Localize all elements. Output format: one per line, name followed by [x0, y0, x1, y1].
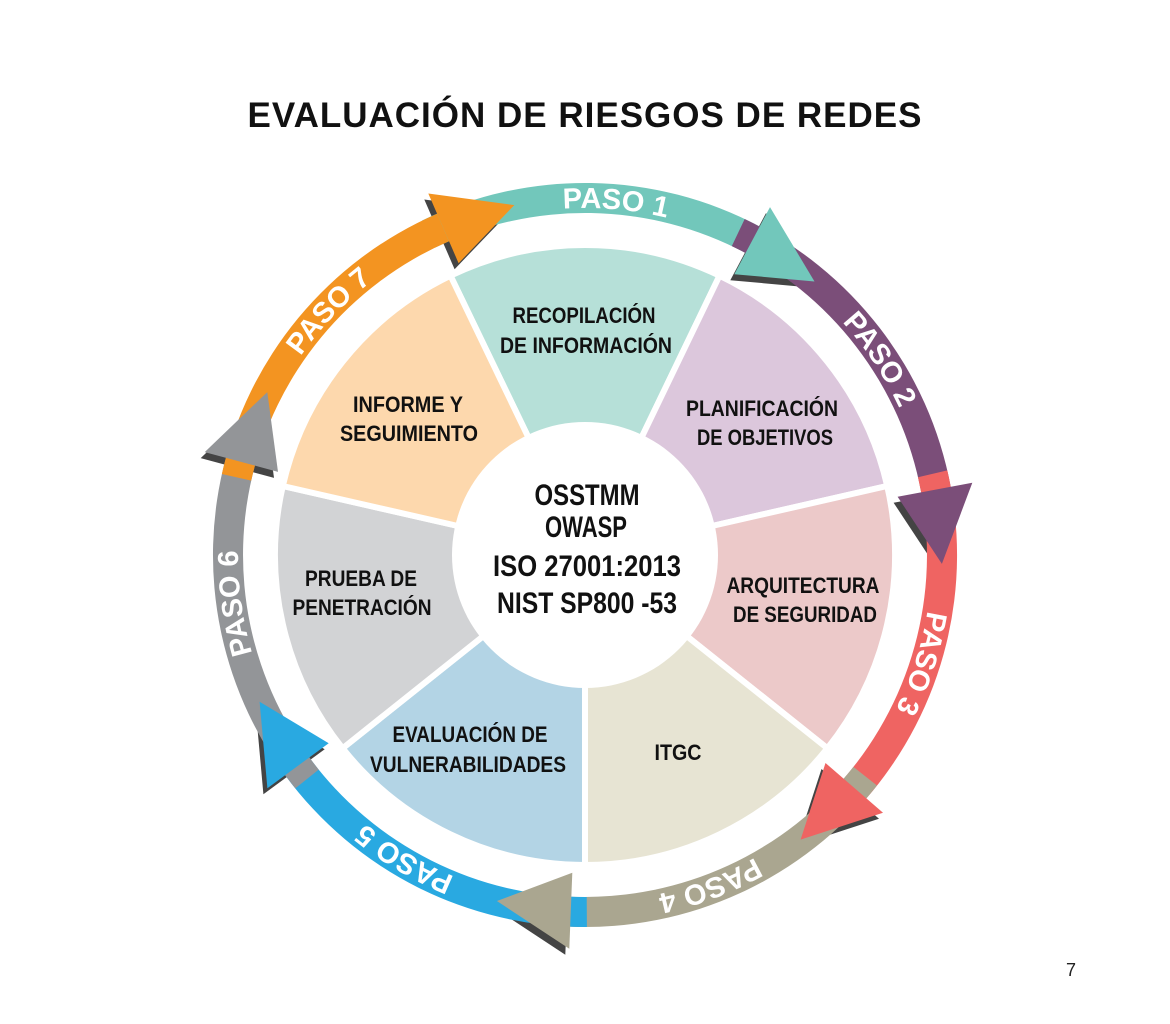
segment-step-7	[279, 271, 534, 530]
segment-label-2: PLANIFICACIÓN DE OBJETIVOS	[686, 396, 838, 450]
center-line: NIST SP800 -53	[497, 587, 677, 620]
segment-label-line: PRUEBA DE	[305, 566, 417, 591]
segment-step-3	[681, 482, 898, 753]
segment-label-line: EVALUACIÓN DE	[393, 722, 548, 747]
segment-label-4: ITGC	[655, 740, 702, 765]
segment-label-line: VULNERABILIDADES	[370, 752, 566, 777]
segment-label-line: DE SEGURIDAD	[733, 602, 877, 627]
segment-label-line: DE INFORMACIÓN	[500, 333, 672, 358]
page-number: 7	[1066, 960, 1077, 980]
center-circle	[452, 422, 718, 688]
segment-label-3: ARQUITECTURA DE SEGURIDAD	[727, 573, 880, 627]
arrowhead-icon	[428, 193, 515, 264]
segment-label-line: PENETRACIÓN	[293, 595, 432, 620]
arrowhead-icon	[204, 392, 278, 472]
segment-step-1	[446, 242, 724, 443]
segment-step-5	[338, 631, 588, 869]
arrowhead-icon	[496, 872, 573, 949]
segment-label-1: RECOPILACIÓN DE INFORMACIÓN	[500, 303, 672, 358]
paso-label-text: PASO 4	[656, 851, 767, 918]
center-line: OSSTMM	[535, 479, 640, 512]
paso-label-4: PASO 4	[656, 851, 767, 918]
paso-label-text: PASO 3	[889, 609, 952, 720]
segment-step-2	[636, 271, 891, 530]
segment-step-4	[582, 631, 832, 869]
paso-label-3: PASO 3	[889, 609, 952, 720]
segment-label-line: RECOPILACIÓN	[513, 303, 656, 328]
segment-label-6: PRUEBA DE PENETRACIÓN	[293, 566, 432, 620]
segment-step-6	[272, 482, 489, 753]
segment-label-line: PLANIFICACIÓN	[686, 396, 838, 421]
arrow-body-step-6	[212, 457, 319, 789]
paso-label-1: PASO 1	[562, 183, 672, 225]
segment-label-line: ARQUITECTURA	[727, 573, 880, 598]
arrowhead-icon	[800, 763, 883, 840]
diagram-title: EVALUACIÓN DE RIESGOS DE REDES	[247, 96, 923, 135]
arrowhead-icon	[897, 482, 973, 564]
center-line: ISO 27001:2013	[493, 550, 681, 583]
center-standards: OSSTMM OWASP ISO 27001:2013 NIST SP800 -…	[493, 479, 681, 620]
arrowhead-icon	[259, 701, 329, 789]
segment-label-7: INFORME Y SEGUIMIENTO	[340, 392, 478, 446]
arrowhead-icon	[734, 207, 815, 282]
segment-label-line: DE OBJETIVOS	[697, 425, 833, 450]
arrow-body-step-3	[843, 470, 958, 799]
segment-label-5: EVALUACIÓN DE VULNERABILIDADES	[370, 722, 566, 777]
segment-label-line: INFORME Y	[353, 392, 463, 417]
segment-label-line: SEGUIMIENTO	[340, 421, 478, 446]
paso-label-text: PASO 1	[562, 183, 672, 225]
arrow-body-step-1	[421, 182, 760, 253]
segment-label-line: ITGC	[655, 740, 702, 765]
center-line: OWASP	[545, 511, 627, 544]
